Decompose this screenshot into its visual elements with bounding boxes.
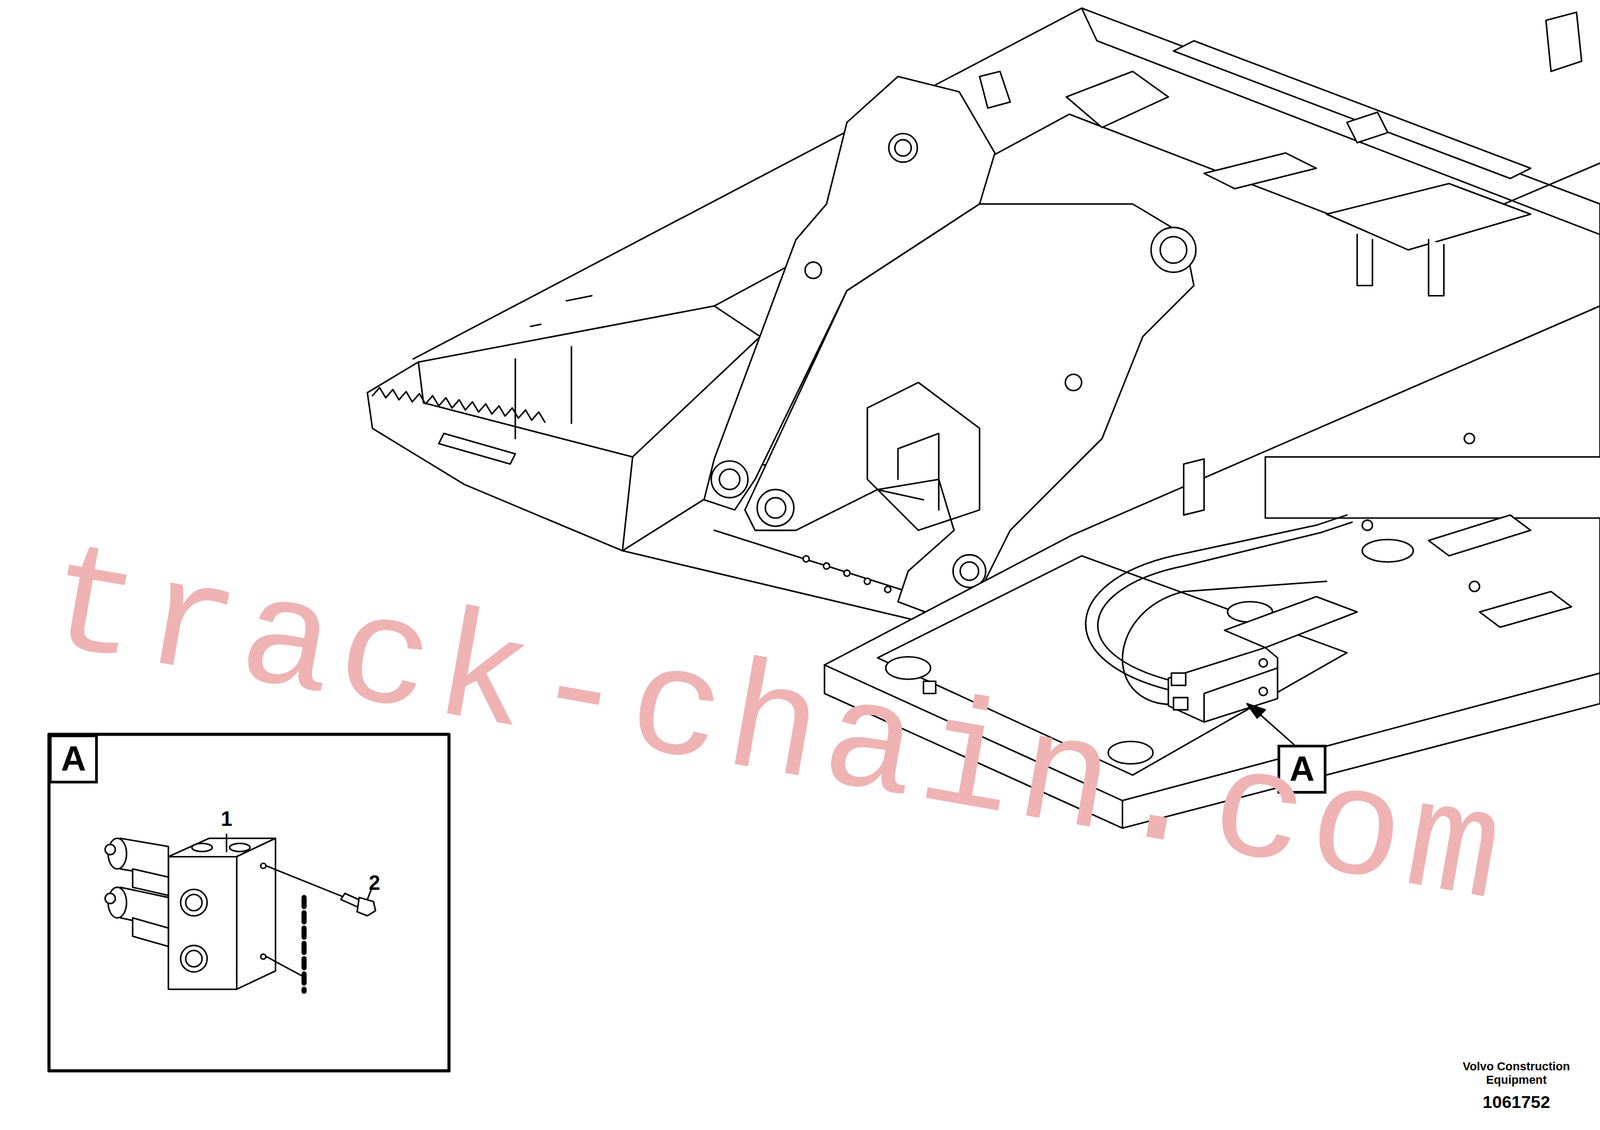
maker-name: Volvo Construction Equipment: [1454, 1059, 1578, 1087]
view-tag: A: [48, 734, 98, 784]
drawing-number: 1061752: [1482, 1093, 1551, 1114]
view-letter: A: [60, 741, 86, 777]
callout-number: 1: [220, 807, 233, 832]
watermark: track-chain.com: [32, 515, 1521, 946]
callout-number: 2: [368, 871, 380, 896]
